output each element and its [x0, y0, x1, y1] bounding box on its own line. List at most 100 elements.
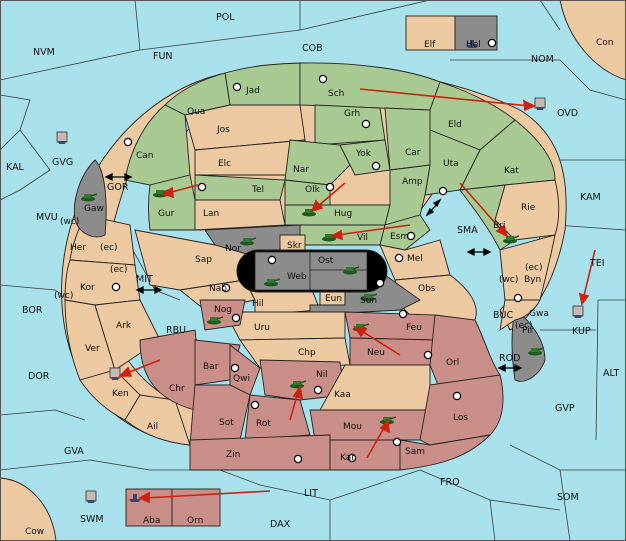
- province-Nil[interactable]: [259, 359, 346, 401]
- supply-center: [406, 231, 416, 241]
- supply-center: [513, 293, 523, 303]
- supply-center: [487, 38, 497, 48]
- label-SWM: SWM: [80, 514, 104, 525]
- label-Lan: Lan: [203, 209, 219, 219]
- label-Nil: Nil: [316, 370, 328, 380]
- label-Rot: Rot: [256, 419, 271, 429]
- label-MIT: MIT: [136, 274, 153, 285]
- province-Kor[interactable]: [64, 259, 141, 306]
- province-Zin[interactable]: [189, 434, 331, 471]
- label-Her: Her: [70, 243, 86, 253]
- label-Kor: Kor: [80, 283, 95, 293]
- province-Uru[interactable]: [224, 311, 346, 341]
- label-FRO: FRO: [440, 477, 460, 488]
- ship-icon[interactable]: [572, 305, 584, 318]
- province-Nar[interactable]: [284, 139, 351, 186]
- label-Hil: Hil: [252, 299, 264, 309]
- label-Rie: Rie: [521, 203, 536, 213]
- province-Mel[interactable]: [379, 239, 451, 281]
- label-GVG: GVG: [52, 157, 73, 168]
- tank-icon[interactable]: [503, 235, 520, 244]
- label-Qua: Qua: [187, 107, 205, 117]
- label-Grh: Grh: [344, 109, 360, 119]
- label-Mel: Mel: [407, 254, 423, 264]
- tank-icon[interactable]: [361, 293, 378, 302]
- tank-icon[interactable]: [343, 266, 360, 275]
- supply-center: [250, 400, 260, 410]
- label-Ver: Ver: [85, 344, 100, 354]
- label-Ail: Ail: [147, 422, 158, 432]
- province-Pir[interactable]: [511, 309, 546, 382]
- tank-icon[interactable]: [240, 237, 257, 246]
- label-ALT: ALT: [603, 368, 619, 379]
- label-Pir: Pir: [522, 326, 534, 336]
- province-Car[interactable]: [384, 107, 431, 171]
- ship-icon[interactable]: [129, 494, 141, 502]
- label-Jad: Jad: [245, 86, 260, 96]
- label-Kar: Kar: [340, 453, 355, 463]
- province-Jos[interactable]: [184, 104, 306, 151]
- province-Ail[interactable]: [124, 394, 191, 446]
- label-Feu: Feu: [406, 323, 422, 333]
- label-Chp: Chp: [298, 348, 316, 358]
- label-DOR: DOR: [28, 371, 50, 382]
- label-Vil: Vil: [357, 233, 368, 243]
- province-Sot[interactable]: [189, 384, 251, 446]
- label-Aba: Aba: [143, 516, 160, 526]
- label-Bri: Bri: [493, 221, 505, 231]
- supply-center: [231, 313, 241, 323]
- supply-center: [452, 391, 462, 401]
- supply-center: [230, 363, 240, 373]
- label-Sot: Sot: [219, 418, 234, 428]
- label-Uru: Uru: [254, 323, 270, 333]
- label-Chr: Chr: [169, 384, 185, 394]
- label-Elf: Elf: [424, 40, 436, 50]
- supply-center: [267, 255, 277, 265]
- label-MVU: MVU: [36, 212, 58, 223]
- province-Gur[interactable]: [148, 174, 196, 231]
- supply-centers: [111, 38, 523, 464]
- label-Con: Con: [596, 38, 614, 48]
- label-POL: POL: [216, 12, 235, 23]
- label-wc1: (wc): [60, 217, 79, 227]
- label-GOR: GOR: [107, 182, 129, 193]
- label-Ken: Ken: [112, 389, 129, 399]
- province-Gwa[interactable]: [499, 299, 541, 331]
- label-Ost: Ost: [318, 256, 334, 266]
- province-Elf[interactable]: [405, 15, 456, 51]
- supply-center: [318, 74, 328, 84]
- ship-icon[interactable]: [85, 490, 97, 503]
- label-Obs: Obs: [418, 284, 436, 294]
- label-GVP: GVP: [555, 403, 575, 414]
- ship-icon[interactable]: [466, 40, 478, 48]
- label-FUN: FUN: [153, 51, 173, 62]
- label-LIT: LIT: [304, 488, 318, 499]
- province-Sam[interactable]: [399, 434, 492, 471]
- label-Zin: Zin: [226, 450, 240, 460]
- red-provinces: [139, 299, 504, 471]
- label-Web: Web: [287, 272, 307, 282]
- label-KUP: KUP: [572, 326, 591, 337]
- label-DAX: DAX: [270, 519, 291, 530]
- label-BUC: BUC: [493, 310, 513, 321]
- label-KAL: KAL: [6, 162, 25, 173]
- tank-icon[interactable]: [207, 316, 224, 325]
- supply-center: [111, 282, 121, 292]
- label-NVM: NVM: [33, 47, 55, 58]
- label-Cow: Cow: [25, 527, 44, 537]
- label-BOR: BOR: [22, 305, 43, 316]
- supply-center: [371, 161, 381, 171]
- ship-icon[interactable]: [534, 97, 546, 110]
- supply-center: [423, 350, 433, 360]
- tank-icon[interactable]: [81, 193, 98, 202]
- province-Neu[interactable]: [349, 337, 436, 366]
- tank-icon[interactable]: [528, 347, 545, 356]
- ship-icon[interactable]: [56, 131, 68, 144]
- label-ec4: (ec): [515, 321, 533, 331]
- label-TEI: TEI: [589, 258, 605, 269]
- province-Rie[interactable]: [494, 179, 560, 241]
- ship-icon[interactable]: [109, 367, 121, 380]
- province-Esm[interactable]: [379, 214, 431, 251]
- tank-icon[interactable]: [264, 278, 281, 287]
